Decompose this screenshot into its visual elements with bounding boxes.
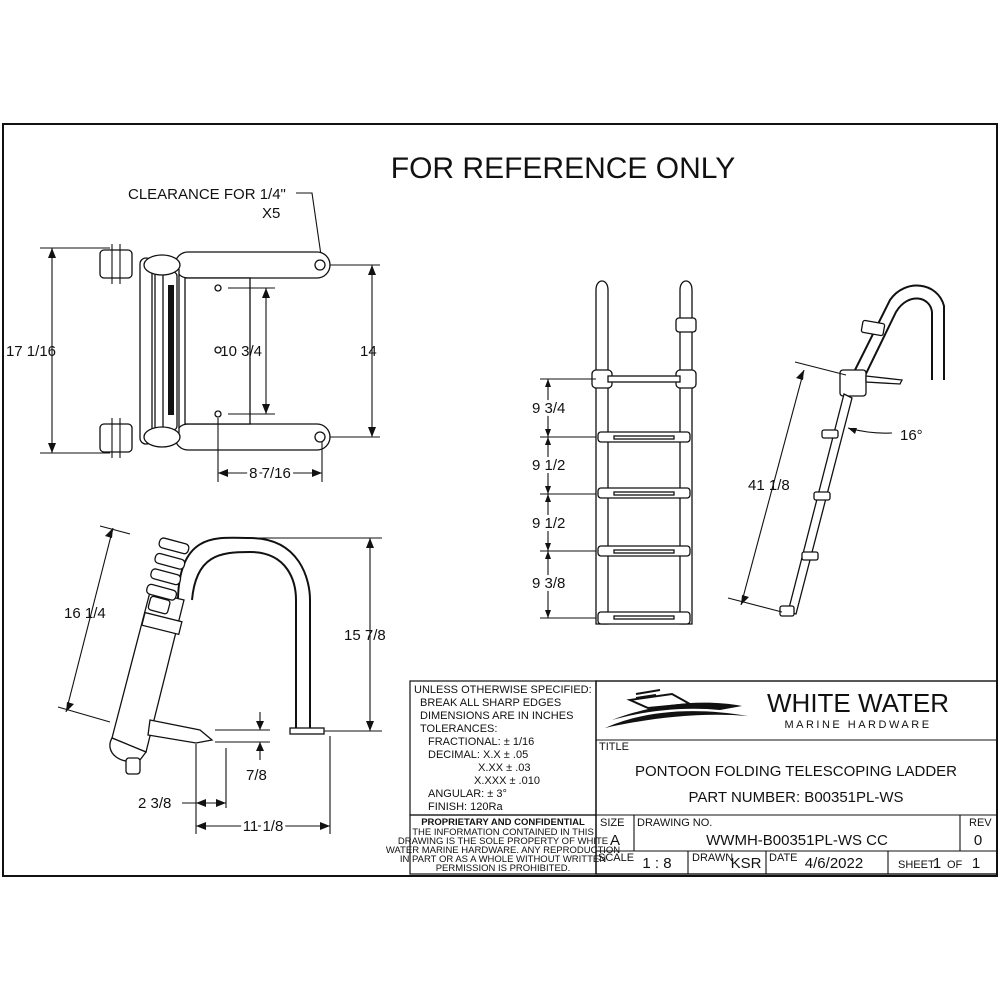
note-1: BREAK ALL SHARP EDGES [420, 697, 561, 709]
clearance-qty: X5 [262, 205, 280, 222]
dim-top-inner: 10 3/4 [220, 343, 262, 360]
sheet-total: 1 [972, 855, 980, 872]
note-4: FRACTIONAL: ± 1/16 [428, 736, 534, 748]
extended-view: 41 1/8 16° [727, 284, 945, 617]
rev-value: 0 [974, 832, 982, 849]
prop-0: THE INFORMATION CONTAINED IN THIS [412, 827, 594, 838]
dim-side-diag: 16 1/4 [64, 605, 106, 622]
drawn-label: DRAWN [692, 852, 733, 864]
prop-4: PERMISSION IS PROHIBITED. [436, 863, 571, 874]
dim-step-3: 9 1/2 [532, 515, 565, 532]
scale-value: 1 : 8 [642, 855, 671, 872]
clearance-callout: CLEARANCE FOR 1/4" [128, 186, 286, 203]
prop-3: IN PART OR AS A WHOLE WITHOUT WRITTEN [400, 854, 606, 865]
note-7: X.XXX ± .010 [474, 775, 540, 787]
company-subtitle: MARINE HARDWARE [784, 719, 931, 731]
scale-label: SCALE [598, 852, 634, 864]
dim-step-1: 9 3/4 [532, 400, 565, 417]
date-label: DATE [769, 852, 798, 864]
title-label: TITLE [599, 741, 629, 753]
dim-top-overall: 17 1/16 [6, 343, 56, 360]
prop-1: DRAWING IS THE SOLE PROPERTY OF WHITE [398, 836, 608, 847]
note-2: DIMENSIONS ARE IN INCHES [420, 710, 573, 722]
boat-logo-icon [605, 689, 748, 728]
dim-step-2: 9 1/2 [532, 457, 565, 474]
size-value: A [610, 832, 620, 849]
dim-side-offset: 7/8 [246, 767, 267, 784]
dim-top-mount: 14 [360, 343, 377, 360]
drawing-no-label: DRAWING NO. [637, 817, 712, 829]
front-view: 9 3/4 9 1/2 9 1/2 9 3/8 [529, 280, 697, 625]
note-0: UNLESS OTHERWISE SPECIFIED: [414, 684, 592, 696]
title-block: WHITE WATER MARINE HARDWARE TITLE PONTOO… [595, 680, 998, 875]
proprietary-title: PROPRIETARY AND CONFIDENTIAL [421, 817, 585, 828]
title-line-2: PART NUMBER: B00351PL-WS [688, 789, 903, 806]
rev-label: REV [969, 817, 992, 829]
title-line-1: PONTOON FOLDING TELESCOPING LADDER [635, 763, 957, 780]
sheet-border [2, 123, 998, 877]
note-6: X.XX ± .03 [478, 762, 531, 774]
size-label: SIZE [600, 817, 624, 829]
dim-side-height: 15 7/8 [344, 627, 386, 644]
drawing-no-value: WWMH-B00351PL-WS CC [706, 832, 888, 849]
dim-extended: 41 1/8 [748, 477, 790, 494]
note-9: FINISH: 120Ra [428, 801, 503, 813]
note-8: ANGULAR: ± 3° [428, 788, 507, 800]
reference-title: FOR REFERENCE ONLY [391, 152, 736, 185]
company-name: WHITE WATER [767, 688, 949, 718]
dim-angle: 16° [900, 427, 923, 444]
dim-side-small: 2 3/8 [138, 795, 171, 812]
top-view: CLEARANCE FOR 1/4" X5 17 1/16 [6, 186, 380, 485]
prop-2: WATER MARINE HARDWARE. ANY REPRODUCTION [386, 845, 620, 856]
date-value: 4/6/2022 [805, 855, 863, 872]
side-view: 16 1/4 15 7/8 7/8 2 3/8 11 1/8 [57, 525, 386, 838]
dim-side-depth: 11 1/8 [243, 818, 284, 835]
drawn-value: KSR [731, 855, 762, 872]
of-label: OF [947, 859, 963, 871]
dim-step-4: 9 3/8 [532, 575, 565, 592]
sheet-value: 1 [933, 855, 941, 872]
notes-block: UNLESS OTHERWISE SPECIFIED: BREAK ALL SH… [386, 680, 620, 875]
note-3: TOLERANCES: [420, 723, 497, 735]
note-5: DECIMAL: X.X ± .05 [428, 749, 528, 761]
sheet-label: SHEET [898, 859, 935, 871]
dim-top-width: 8 7/16 [249, 465, 291, 482]
